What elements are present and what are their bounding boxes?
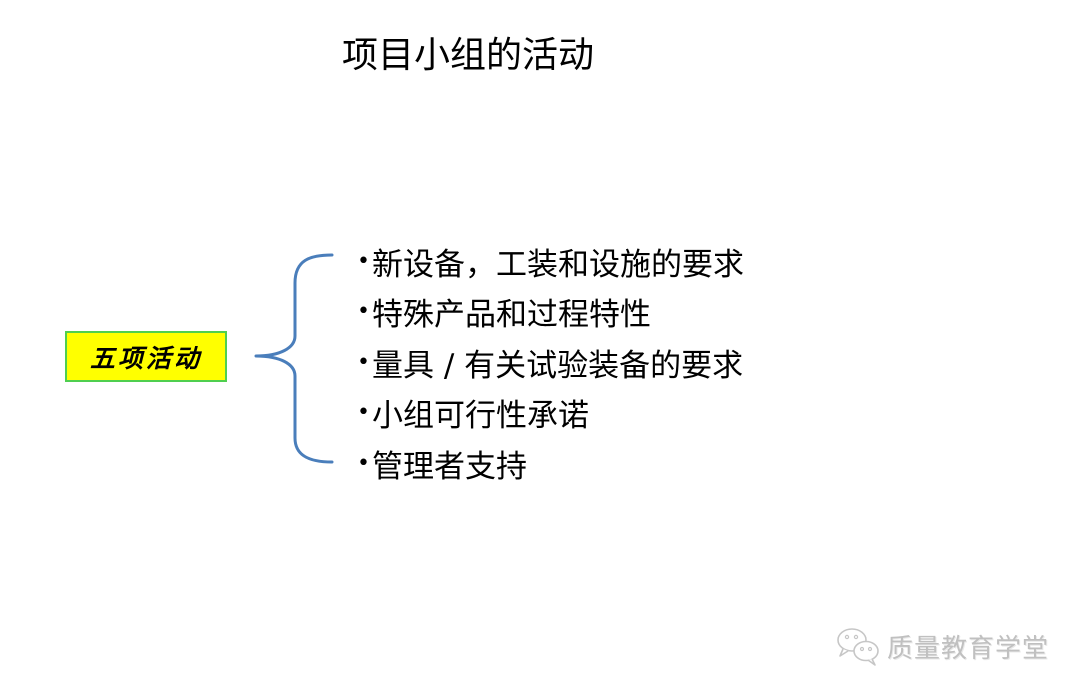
bullet-icon: •	[357, 450, 370, 476]
bullet-icon: •	[357, 299, 370, 325]
label-box-text: 五项活动	[89, 343, 202, 373]
list-item-text: 量具 / 有关试验装备的要求	[372, 347, 744, 384]
list-item-text: 特殊产品和过程特性	[372, 297, 651, 334]
activity-list: • 新设备，工装和设施的要求 • 特殊产品和过程特性 • 量具 / 有关试验装备…	[356, 236, 744, 489]
bullet-icon: •	[357, 349, 370, 375]
list-item: • 量具 / 有关试验装备的要求	[356, 337, 744, 388]
list-item-text: 新设备，工装和设施的要求	[372, 246, 744, 283]
curly-brace-icon	[254, 253, 334, 464]
list-item: • 新设备，工装和设施的要求	[356, 236, 744, 287]
bullet-icon: •	[357, 400, 370, 426]
slide-title: 项目小组的活动	[342, 35, 595, 76]
five-activities-label-box: 五项活动	[65, 331, 227, 382]
list-item-text: 管理者支持	[372, 448, 527, 485]
list-item-text: 小组可行性承诺	[372, 398, 589, 435]
list-item: • 管理者支持	[356, 438, 744, 489]
wechat-icon	[837, 628, 879, 666]
list-item: • 特殊产品和过程特性	[356, 287, 744, 338]
watermark: 质量教育学堂	[835, 625, 1049, 667]
watermark-text: 质量教育学堂	[887, 633, 1050, 664]
list-item: • 小组可行性承诺	[356, 388, 744, 439]
bullet-icon: •	[357, 248, 370, 274]
